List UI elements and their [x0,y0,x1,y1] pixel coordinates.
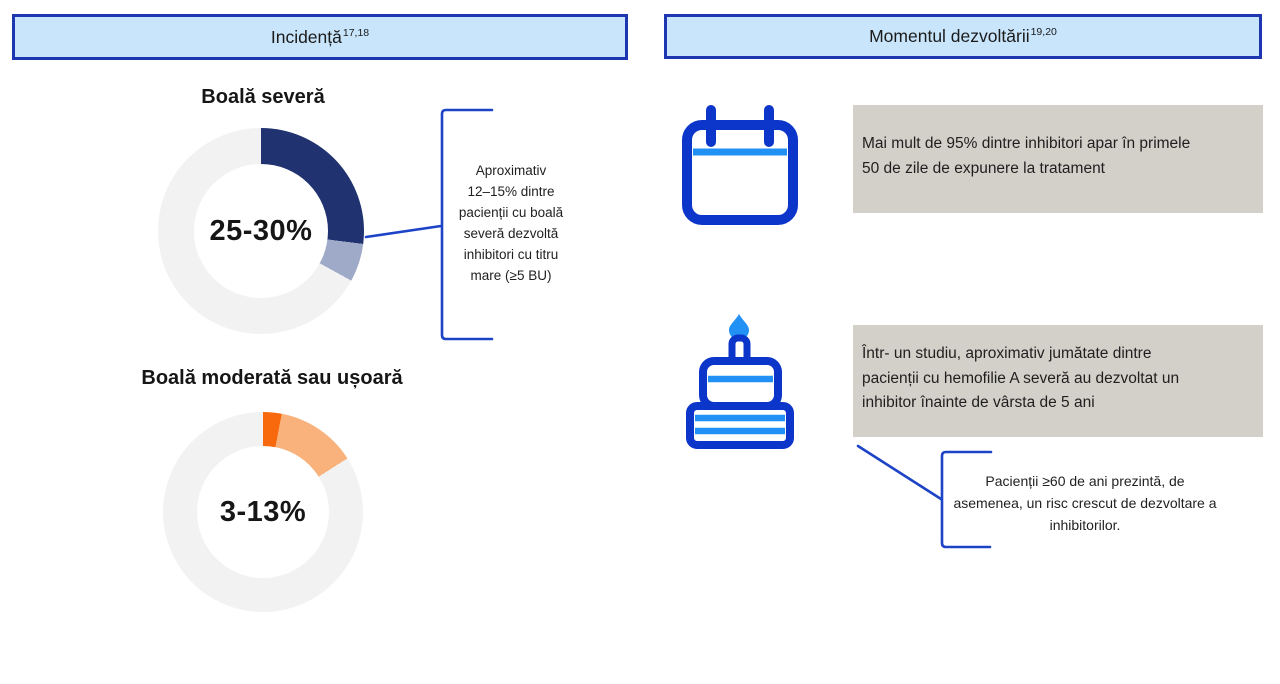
callout-line: mare (≥5 BU) [470,268,552,283]
incidence-citations: 17,18 [342,26,370,39]
moderate-incidence-value: 3-13% [219,495,307,528]
callout-line: Aproximativ [475,163,547,178]
age-risk-callout: Pacienții ≥60 de ani prezintă, de asemen… [945,470,1225,536]
age-callout-line: inhibitorilor. [1049,517,1121,533]
severe-callout-connector-line [364,224,443,239]
high-titer-callout: Aproximativ 12–15% dintre pacienții cu b… [444,160,578,286]
moderate-donut-hole: 3-13% [197,446,329,578]
moderate-disease-title: Boală moderată sau ușoară [141,367,403,389]
age-callout-line: asemenea, un risc crescut de dezvoltare … [953,495,1217,511]
severe-donut-hole: 25-30% [194,164,328,298]
callout-line: 12–15% dintre [467,184,555,199]
timing-box-2-line: pacienții cu hemofilie A severă au dezvo… [862,369,1180,387]
birthday-cake-icon [686,314,794,449]
calendar-icon [682,105,798,225]
incidence-header-label: Incidență17,18 [270,26,370,47]
severe-disease-title: Boală severă [201,86,325,108]
moderate-disease-donut-chart: 3-13% [163,412,363,612]
timing-box-1-line: 50 de zile de expunere la tratament [862,159,1105,177]
candle-flame [729,314,749,340]
timing-header-label: Momentul dezvoltării19,20 [869,26,1057,46]
callout-line: severă dezvoltă [463,226,559,241]
age-callout-connector-line [856,444,943,501]
incidence-header: Incidență17,18 [12,14,628,60]
callout-line: pacienții cu boală [458,205,564,220]
timing-box-2-line: Într- un studiu, aproximativ jumătate di… [862,345,1152,362]
timing-box-1-line: Mai mult de 95% dintre inhibitori apar î… [862,135,1191,152]
timing-statement-box-1: Mai mult de 95% dintre inhibitori apar î… [853,105,1263,213]
severe-incidence-value: 25-30% [209,214,313,247]
timing-box-2-line: inhibitor înainte de vârsta de 5 ani [862,394,1095,411]
timing-citations: 19,20 [1030,26,1057,39]
severe-disease-donut-chart: 25-30% [158,128,364,334]
timing-statement-box-2: Într- un studiu, aproximativ jumătate di… [853,325,1263,437]
age-callout-line: Pacienții ≥60 de ani prezintă, de [985,473,1185,489]
timing-header: Momentul dezvoltării19,20 [664,14,1262,59]
callout-line: inhibitori cu titru [463,247,559,262]
